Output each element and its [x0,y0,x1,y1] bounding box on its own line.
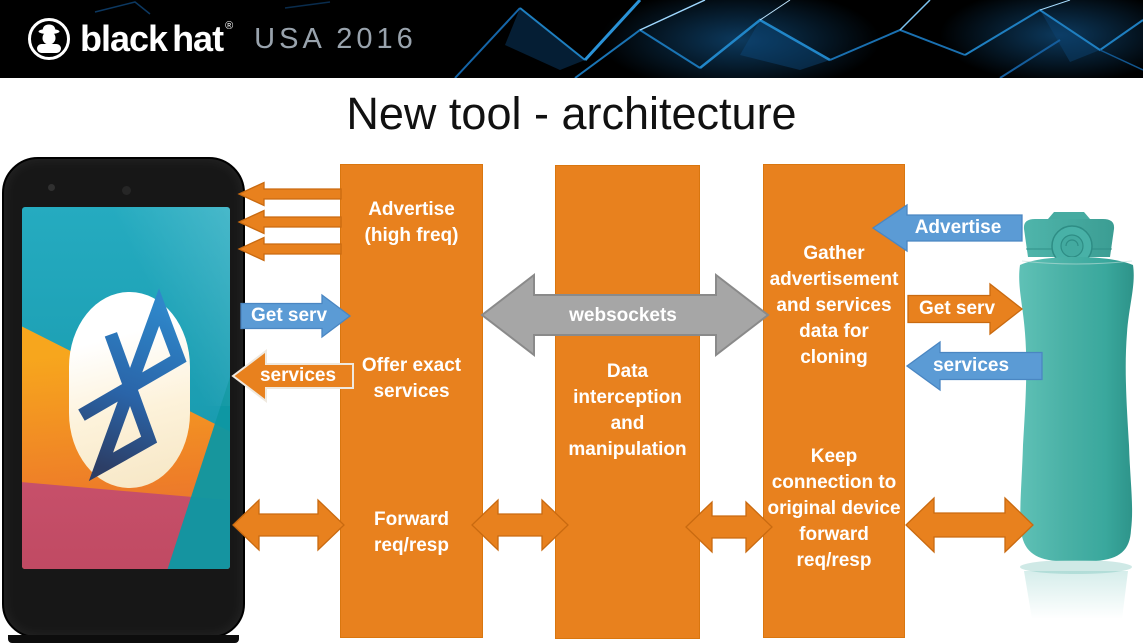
services-left-label: services [259,365,337,386]
brand-wordmark: black hat ® [80,18,233,60]
forward-double-arrow-box1-box2 [471,498,569,552]
screen-gloss [105,207,230,407]
slide-title: New tool - architecture [346,88,797,139]
forward-double-arrow-phone [232,498,345,552]
android-phone-image [2,157,245,643]
shattered-glass-art [0,0,1143,78]
get-serv-right-label: Get serv [918,298,996,319]
advertise-arrow-to-phone-3 [237,236,342,262]
advertise-right-label: Advertise [914,217,1002,238]
keep-connection-label: Keep connection to original device forwa… [767,446,901,571]
get-serv-arrow-to-bottle [907,282,1024,336]
brand-black: black [80,18,168,59]
forward-req-resp-label: Forward req/resp [374,509,449,556]
forward-double-arrow-box2-box3 [685,500,773,554]
smart-water-bottle-image [1019,212,1134,619]
services-arrow-from-bottle [905,340,1043,392]
phone-bottom-edge [8,635,239,643]
phone-camera-dot [48,184,55,191]
services-right-label: services [932,355,1010,376]
phone-earpiece-dot [122,186,131,195]
advertise-arrow-from-bottle [871,203,1023,253]
blackhat-brand: black hat ® USA 2016 [28,0,417,78]
registered-mark: ® [225,20,233,32]
get-serv-left-label: Get serv [250,305,328,326]
blackhat-header-banner: black hat ® USA 2016 [0,0,1143,78]
services-arrow-to-phone [231,348,354,404]
bluetooth-icon [78,288,187,482]
gather-data-label: Gather advertisement and services data f… [769,243,899,368]
phone-screen [22,207,230,569]
data-interception-label: Data interception and manipulation [568,361,687,460]
phone-body [2,157,245,638]
advertise-arrow-to-phone-2 [237,209,342,235]
proxy-phone-side-box: Advertise (high freq) Offer exact servic… [340,164,483,638]
interception-core-box: Data interception and manipulation [555,165,700,639]
forward-double-arrow-bottle [905,496,1034,554]
brand-hat: hat [172,18,224,59]
websockets-label: websockets [569,305,677,326]
blackhat-logo-icon [28,18,70,60]
event-name: USA 2016 [254,22,417,55]
advertise-high-freq-label: Advertise (high freq) [364,199,459,246]
advertise-arrow-to-phone-1 [237,181,342,207]
proxy-device-side-box: Gather advertisement and services data f… [763,164,905,638]
get-serv-arrow-from-phone [240,293,352,339]
websockets-double-arrow [480,272,770,358]
offer-exact-services-label: Offer exact services [361,355,462,402]
